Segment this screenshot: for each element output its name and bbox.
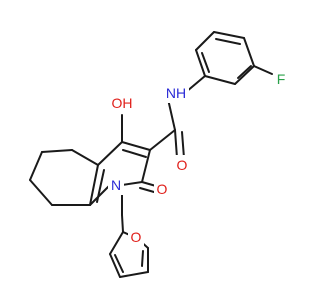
bond: [139, 187, 155, 193]
bond: [109, 253, 121, 278]
bond: [97, 141, 123, 166]
amide-nh-label: NH: [163, 83, 189, 103]
bond: [29, 179, 53, 206]
bond: [174, 129, 178, 159]
ring-nitrogen-label: N: [108, 175, 124, 195]
bond: [213, 31, 245, 39]
bond: [109, 231, 124, 255]
bond: [195, 49, 206, 77]
molecule-structure-diagram: OH NH F O N O O: [29, 31, 289, 278]
furan-oxygen-text: O: [131, 229, 142, 245]
bond: [141, 250, 144, 267]
fluorine-text: F: [277, 71, 286, 87]
ring-nitrogen-text: N: [111, 177, 121, 193]
hydroxyl-label: OH: [108, 93, 136, 113]
bond: [41, 149, 73, 153]
bond: [167, 98, 176, 131]
ketone-oxygen-label: O: [154, 179, 170, 199]
bond: [114, 254, 124, 273]
bond: [71, 149, 99, 166]
bond: [122, 149, 147, 158]
amide-oxygen-text: O: [177, 157, 188, 173]
bond: [121, 141, 151, 151]
bond: [215, 38, 241, 45]
bond: [253, 65, 273, 75]
amide-nh-text: NH: [166, 85, 186, 101]
bond-layer: [29, 31, 273, 278]
bond: [185, 75, 206, 93]
bond: [141, 149, 151, 183]
fluorine-label: F: [273, 69, 289, 89]
bond: [121, 214, 124, 233]
bond: [201, 52, 210, 73]
bond: [29, 151, 43, 181]
ketone-oxygen-text: O: [157, 181, 168, 197]
atom-label-layer: OH NH F O N O O: [108, 69, 289, 247]
bond: [89, 184, 111, 206]
bond: [181, 131, 185, 159]
bond: [89, 164, 99, 206]
bond: [149, 129, 176, 151]
bond: [243, 37, 255, 67]
furan-oxygen-label: O: [128, 227, 144, 247]
bond: [195, 31, 215, 51]
amide-oxygen-label: O: [174, 155, 190, 175]
bond: [141, 181, 157, 187]
bond: [237, 65, 252, 79]
bond: [204, 75, 236, 85]
bond: [121, 181, 143, 186]
bond: [119, 271, 149, 278]
hydroxyl-text: OH: [112, 95, 133, 111]
bond: [234, 65, 255, 85]
